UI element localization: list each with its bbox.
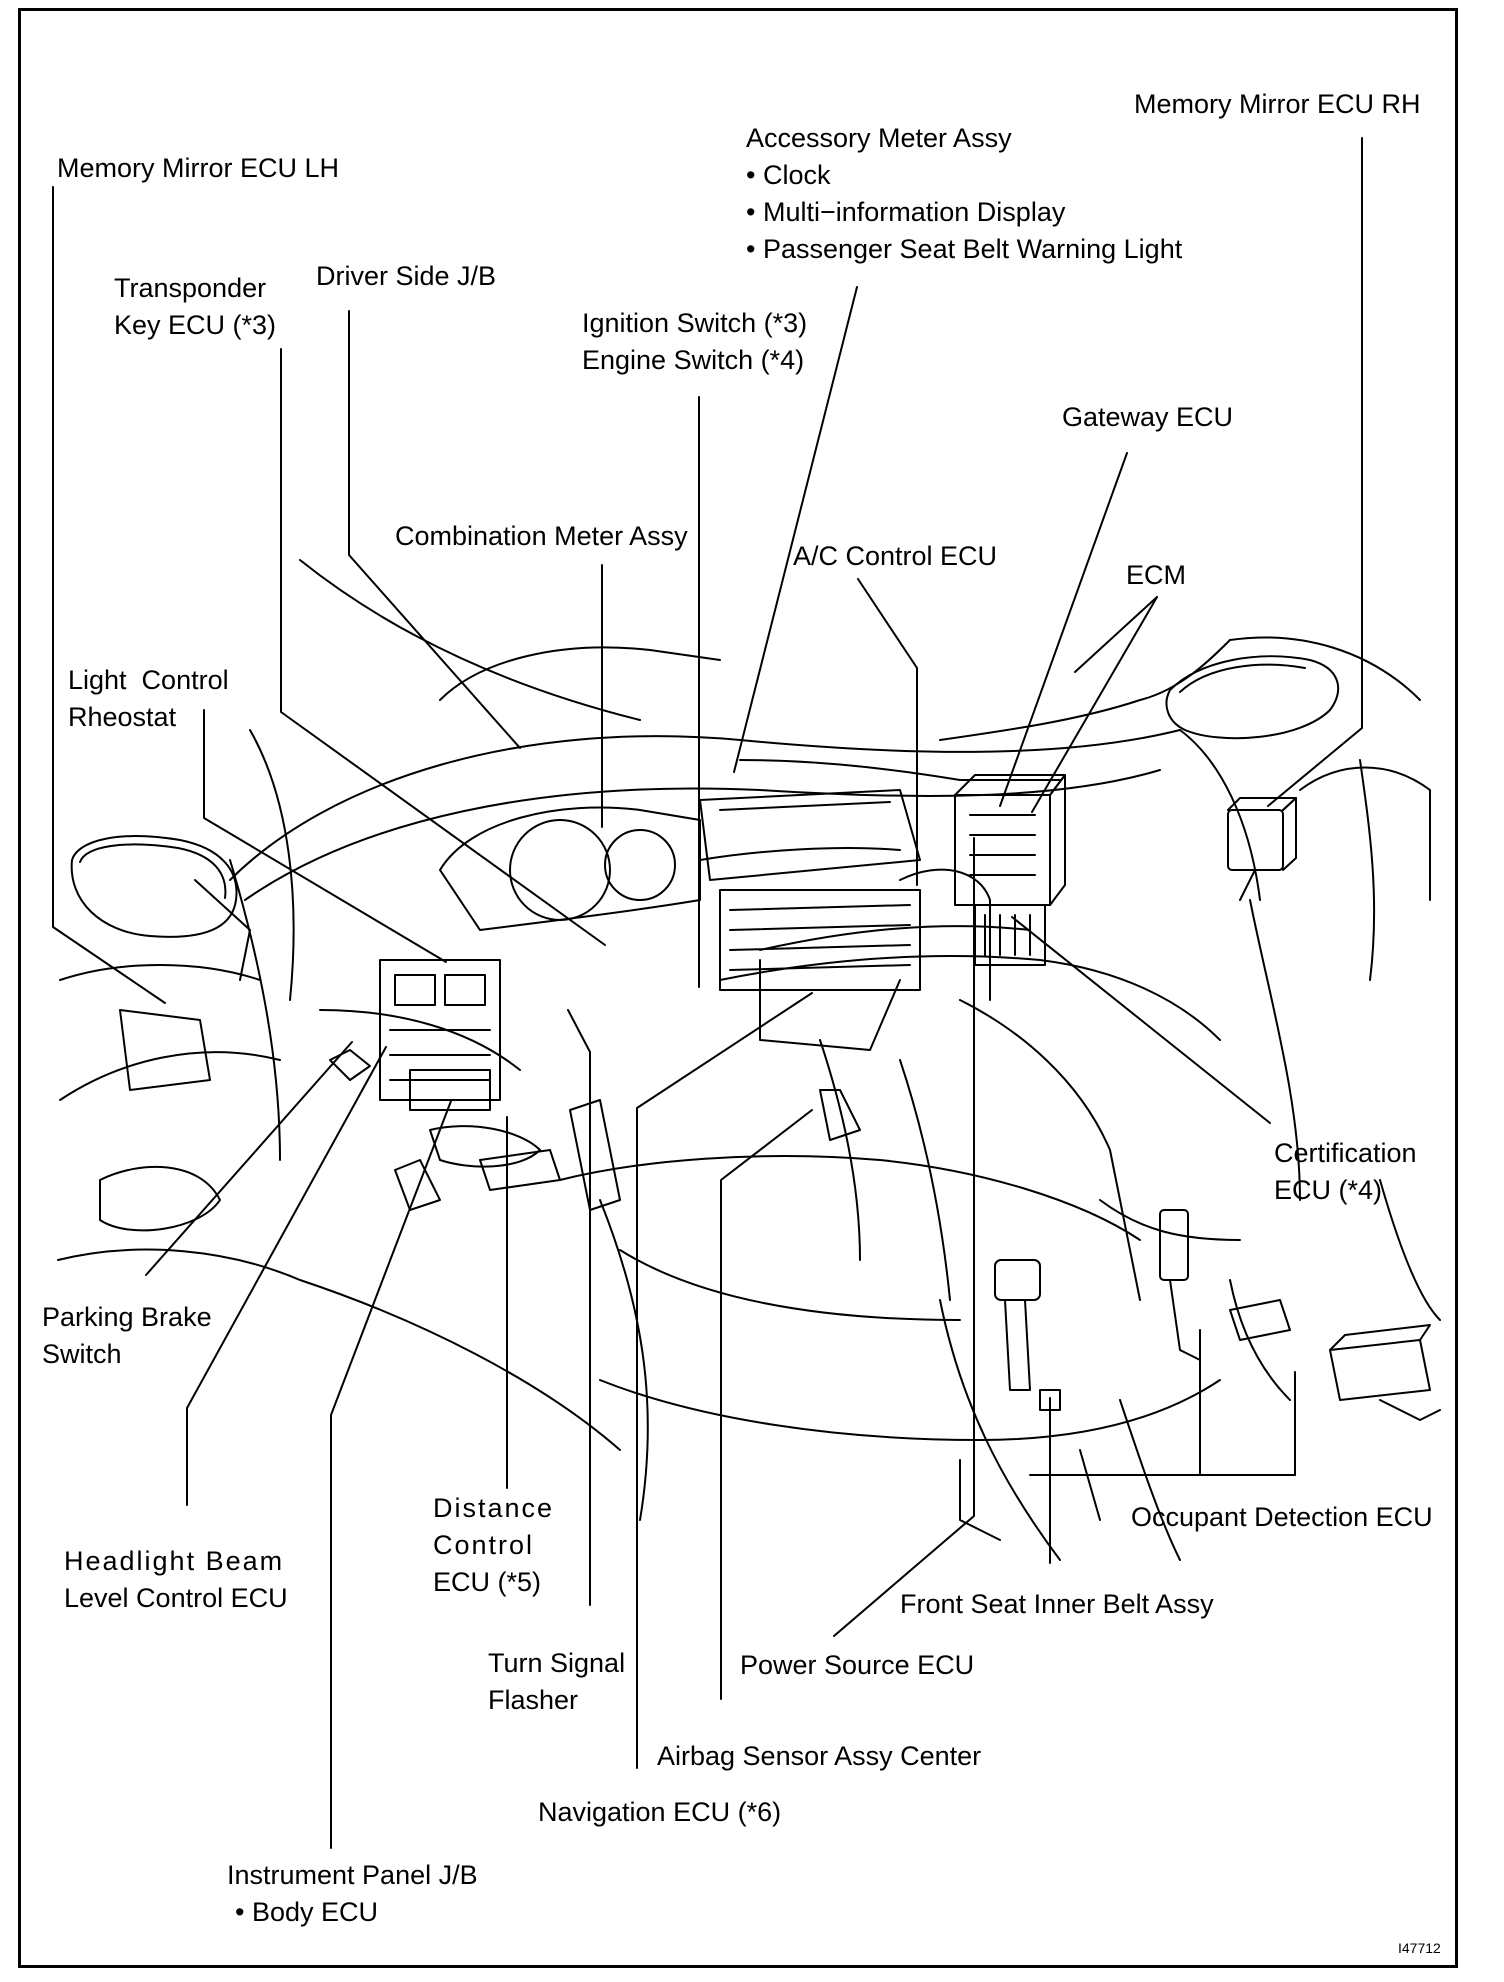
label-distance-control-ecu: Distance Control ECU (*5) bbox=[433, 1490, 554, 1601]
label-light-control-rheostat: Light Control Rheostat bbox=[68, 662, 229, 736]
label-accessory-meter: Accessory Meter Assy Clock Multi−informa… bbox=[746, 120, 1182, 268]
instrument-cluster bbox=[439, 789, 991, 1051]
label-line: Ignition Switch (*3) bbox=[582, 308, 808, 338]
leader-lines bbox=[52, 137, 1363, 1849]
label-airbag-sensor-assy-center: Airbag Sensor Assy Center bbox=[657, 1741, 982, 1771]
label-line: Turn Signal bbox=[488, 1648, 626, 1678]
label-memory-mirror-rh: Memory Mirror ECU RH bbox=[1134, 89, 1421, 119]
label-line: Level Control ECU bbox=[64, 1583, 288, 1613]
pedals-and-lever bbox=[394, 1089, 861, 1211]
label-driver-side-jb: Driver Side J/B bbox=[316, 261, 497, 291]
label-line: ECU (*5) bbox=[433, 1567, 542, 1597]
label-memory-mirror-lh: Memory Mirror ECU LH bbox=[57, 153, 340, 183]
accessory-meter-item: Passenger Seat Belt Warning Light bbox=[746, 231, 1182, 268]
label-line: Headlight Beam bbox=[64, 1546, 285, 1576]
label-headlight-beam-level-control: Headlight Beam Level Control ECU bbox=[64, 1543, 288, 1617]
label-ignition-engine-switch: Ignition Switch (*3) Engine Switch (*4) bbox=[582, 305, 807, 379]
label-ecm: ECM bbox=[1126, 560, 1186, 590]
figure-id: I47712 bbox=[1398, 1940, 1441, 1956]
seat-and-belts bbox=[959, 1179, 1441, 1541]
label-occupant-detection-ecu: Occupant Detection ECU bbox=[1131, 1502, 1433, 1532]
label-front-seat-inner-belt: Front Seat Inner Belt Assy bbox=[900, 1589, 1214, 1619]
label-line: Distance bbox=[433, 1493, 555, 1523]
accessory-meter-title: Accessory Meter Assy bbox=[746, 123, 1012, 153]
label-turn-signal-flasher: Turn Signal Flasher bbox=[488, 1645, 625, 1719]
label-line: Control bbox=[433, 1530, 535, 1560]
label-line: Parking Brake bbox=[42, 1302, 212, 1332]
label-line: Switch bbox=[42, 1339, 122, 1369]
label-line: Instrument Panel J/B bbox=[227, 1860, 478, 1890]
label-line: Transponder bbox=[114, 273, 267, 303]
label-certification-ecu: Certification ECU (*4) bbox=[1274, 1135, 1417, 1209]
label-transponder-key-ecu: Transponder Key ECU (*3) bbox=[114, 270, 276, 344]
dashboard-outline bbox=[229, 559, 1431, 1561]
label-combination-meter: Combination Meter Assy bbox=[395, 521, 688, 551]
accessory-meter-item: Clock bbox=[746, 157, 1182, 194]
label-line: Body ECU bbox=[227, 1894, 478, 1931]
label-line: Engine Switch (*4) bbox=[582, 345, 805, 375]
label-power-source-ecu: Power Source ECU bbox=[740, 1650, 975, 1680]
label-navigation-ecu: Navigation ECU (*6) bbox=[538, 1797, 782, 1827]
label-parking-brake-switch: Parking Brake Switch bbox=[42, 1299, 212, 1373]
junction-blocks bbox=[329, 959, 561, 1191]
left-door-mirror bbox=[57, 729, 621, 1451]
label-ac-control-ecu: A/C Control ECU bbox=[793, 541, 998, 571]
ecu-rack bbox=[954, 774, 1066, 966]
label-line: ECU (*4) bbox=[1274, 1175, 1383, 1205]
right-mirror bbox=[1165, 655, 1340, 901]
label-line: Rheostat bbox=[68, 702, 177, 732]
accessory-meter-item: Multi−information Display bbox=[746, 194, 1182, 231]
label-line: Key ECU (*3) bbox=[114, 310, 277, 340]
label-line: Flasher bbox=[488, 1685, 579, 1715]
label-line: Light Control bbox=[68, 665, 229, 695]
diagram-frame bbox=[18, 8, 1458, 1968]
label-line: Certification bbox=[1274, 1138, 1417, 1168]
label-gateway-ecu: Gateway ECU bbox=[1062, 402, 1234, 432]
label-instrument-panel-jb: Instrument Panel J/B Body ECU bbox=[227, 1857, 478, 1931]
